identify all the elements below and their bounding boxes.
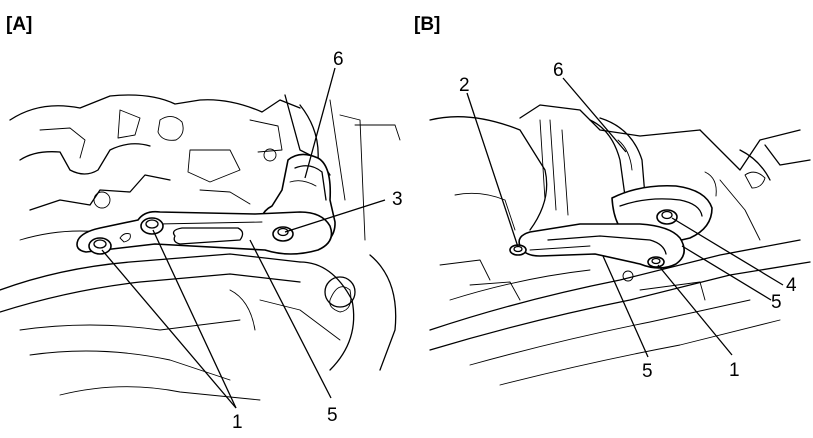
panel-b-callout-2: 2 bbox=[459, 75, 470, 96]
panel-b-callout-5a: 5 bbox=[771, 292, 782, 313]
panel-a-bolts bbox=[88, 217, 294, 255]
panel-a-bolt-1b bbox=[140, 217, 164, 235]
panel-b-tag: [B] bbox=[414, 14, 440, 35]
panel-b-nut-4 bbox=[656, 209, 678, 225]
panel-a-subframe bbox=[0, 253, 397, 401]
panel-a-callout-6: 6 bbox=[333, 49, 344, 70]
panel-a-callout-1: 1 bbox=[232, 412, 243, 433]
panel-b-engine-block bbox=[429, 104, 811, 241]
panel-b-leaders bbox=[466, 77, 784, 358]
panel-b-bracket bbox=[518, 223, 685, 269]
panel-b-bolt-1 bbox=[647, 256, 665, 268]
panel-b-body-panel bbox=[429, 239, 811, 386]
panel-b-callout-1: 1 bbox=[729, 360, 740, 381]
panel-b-callout-6: 6 bbox=[553, 60, 564, 81]
panel-a: [A] bbox=[0, 14, 403, 433]
panel-a-callout-3: 3 bbox=[392, 189, 403, 210]
panel-a-leaders bbox=[101, 67, 386, 409]
panel-a-nut-3 bbox=[272, 226, 294, 242]
panel-b-callout-5b: 5 bbox=[642, 361, 653, 382]
panel-b-bolts bbox=[509, 209, 678, 268]
panel-b: [B] bbox=[414, 14, 811, 386]
panel-b-callout-4: 4 bbox=[786, 275, 797, 296]
panel-b-bolt-2 bbox=[509, 244, 527, 256]
panel-a-tag: [A] bbox=[6, 14, 32, 35]
panel-a-bolt-1a bbox=[88, 237, 112, 255]
panel-a-callout-5: 5 bbox=[327, 405, 338, 426]
panel-a-bracket bbox=[76, 210, 333, 255]
